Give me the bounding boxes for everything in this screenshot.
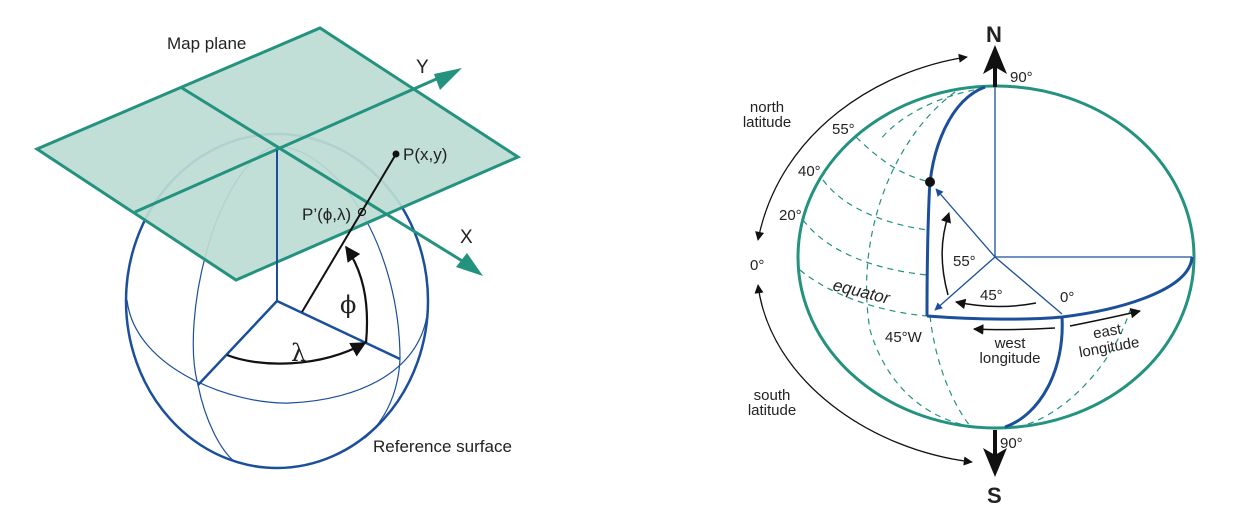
point-p-label: P(x,y) [403,145,447,164]
north-latitude-label: north [750,99,784,116]
projection-ray [301,153,397,313]
point-p-marker [392,150,400,158]
east-longitude-label: east [1092,321,1124,343]
lambda-arc [226,342,367,365]
sphere-radius [276,299,401,361]
angle-55-label: 55° [953,253,976,270]
parallel-40 [822,179,929,231]
south-arrow-icon [983,448,1007,477]
prime-meridian [1004,316,1064,429]
sphere-parallel [126,299,429,404]
phi-label: ϕ [340,291,356,319]
west-longitude-label: west [994,335,1027,352]
east-longitude-arrow [1069,308,1142,327]
south-latitude-arrow [754,284,973,466]
sphere-radius [197,300,278,386]
point-p-prime-label: P’(ϕ,λ) [302,205,351,224]
south-latitude-label: south [754,387,791,404]
south-latitude-label: latitude [748,402,796,419]
west-longitude-arrow [972,324,1056,335]
east-longitude-label: longitude [1078,334,1141,361]
projection-figure: Map plane Y X P(x,y) P’(ϕ,λ) ϕ λ Referen… [33,26,522,470]
lat-long-figure: N S 90° 90° north latitude south latitud… [743,22,1196,508]
longitude-angle-arrow [954,298,1037,310]
latitude-20-label: 20° [779,207,802,224]
plane-gridline [181,86,473,269]
latitude-angle-arrow [941,212,951,296]
meridian-dashed [879,87,986,141]
map-plane-label: Map plane [167,34,246,53]
lambda-label: λ [291,339,306,367]
equator-label: equator [831,275,893,308]
south-label: S [987,483,1002,508]
prime-meridian-radius [994,256,1063,315]
meridian-dashed [929,315,971,427]
x-axis-arrowhead [456,253,483,276]
north-label: N [986,22,1002,47]
y-axis-arrowhead [434,68,462,90]
latitude-55-label: 55° [832,121,855,138]
parallel-55 [855,136,931,183]
radius-to-point [935,188,996,258]
north-latitude-arrow [755,53,968,241]
west-longitude-label: longitude [980,350,1041,367]
y-axis-label: Y [416,57,429,78]
meridian-45w [925,85,986,317]
longitude-45w-label: 45°W [885,329,923,346]
angle-45-label: 45° [980,287,1003,304]
phi-arc [345,245,369,344]
north-latitude-label: latitude [743,114,791,131]
south-90-label: 90° [1000,435,1023,452]
latitude-40-label: 40° [798,163,821,180]
north-90-label: 90° [1010,69,1033,86]
north-arrow-icon [983,45,1007,74]
reference-surface-label: Reference surface [373,437,512,456]
meridian-dashed [1027,309,1131,425]
latitude-0-label: 0° [750,257,764,274]
parallel-20 [802,219,928,276]
longitude-0-label: 0° [1060,289,1074,306]
x-axis-label: X [460,227,473,248]
plane-gridline [134,71,451,214]
equator-line [926,256,1194,321]
location-point [925,177,935,187]
point-p-prime-marker [357,207,367,217]
